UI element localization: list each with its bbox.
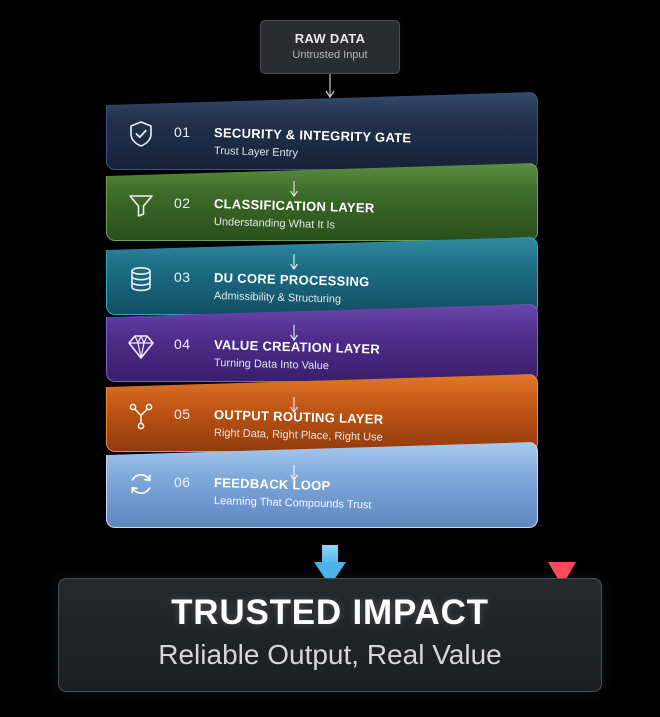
raw-data-subtitle: Untrusted Input bbox=[292, 49, 368, 61]
raw-data-box: RAW DATA Untrusted Input bbox=[260, 20, 400, 74]
layer-number: 01 bbox=[174, 124, 191, 140]
layer-value-creation: 04 VALUE CREATION LAYER Turning Data Int… bbox=[106, 304, 538, 382]
refresh-icon bbox=[131, 473, 151, 495]
branch-icon bbox=[129, 403, 153, 430]
layer-security-integrity-gate: 01 SECURITY & INTEGRITY GATE Trust Layer… bbox=[106, 92, 538, 170]
database-icon bbox=[131, 266, 151, 292]
layer-number: 02 bbox=[174, 195, 191, 211]
diamond-icon bbox=[128, 335, 154, 359]
trusted-impact-title: TRUSTED IMPACT bbox=[171, 593, 489, 632]
trusted-impact-box: TRUSTED IMPACT Reliable Output, Real Val… bbox=[58, 578, 602, 692]
shield-check-icon bbox=[130, 121, 152, 147]
side-red-arrow bbox=[548, 138, 576, 586]
layer-du-core-processing: 03 DU CORE PROCESSING Admissibility & St… bbox=[106, 237, 538, 315]
trusted-impact-subtitle: Reliable Output, Real Value bbox=[158, 639, 502, 670]
layer-feedback-loop: 06 FEEDBACK LOOP Learning That Compounds… bbox=[106, 442, 538, 528]
layer-number: 03 bbox=[174, 269, 191, 285]
layer-number: 04 bbox=[174, 336, 191, 352]
layer-title: FEEDBACK LOOP bbox=[213, 475, 331, 494]
layer-number: 05 bbox=[174, 406, 191, 422]
funnel-icon bbox=[129, 195, 153, 217]
layer-subtitle: Trust Layer Entry bbox=[213, 145, 299, 160]
layer-classification: 02 CLASSIFICATION LAYER Understanding Wh… bbox=[106, 163, 538, 241]
layer-number: 06 bbox=[174, 474, 191, 490]
raw-data-title: RAW DATA bbox=[294, 31, 366, 46]
layer-output-routing: 05 OUTPUT ROUTING LAYER Right Data, Righ… bbox=[106, 374, 538, 452]
